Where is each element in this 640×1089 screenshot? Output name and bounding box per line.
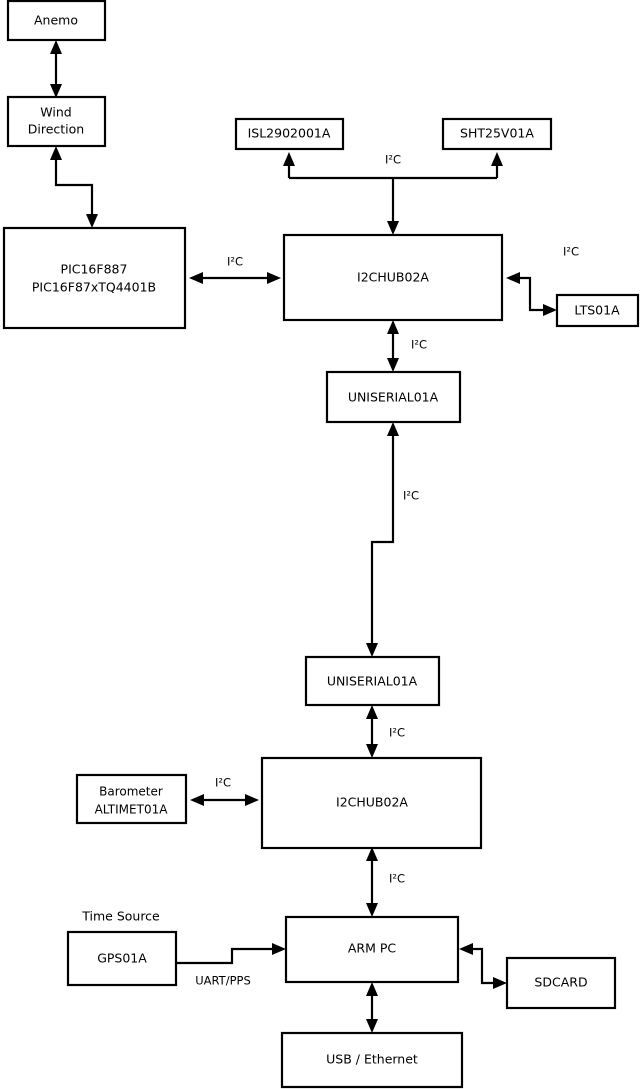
arrow-head-down [387, 221, 399, 235]
node-uniserial01a-top[interactable]: UNISERIAL01A [325, 370, 462, 424]
arrow-head-down [50, 84, 62, 98]
arrow-head-up [366, 705, 378, 719]
node-label-lts: LTS01A [574, 303, 620, 318]
node-barometer-altimet01a[interactable]: Barometer ALTIMET01A [75, 773, 188, 825]
edge-armpc-usbeth [366, 982, 378, 1033]
node-label-pic-line2: PIC16F87xTQ4401B [32, 280, 156, 295]
arrow-head-up-sht [491, 152, 503, 166]
node-label-barometer-line2: ALTIMET01A [95, 803, 169, 817]
arrow-head-right [493, 977, 507, 989]
arrow-head-down [387, 358, 399, 372]
node-label-gps: GPS01A [97, 951, 147, 966]
edge-anemo-wind [50, 40, 62, 98]
edge-label-hubtop-unitop: I²C [411, 338, 427, 352]
node-lts01a[interactable]: LTS01A [555, 293, 640, 328]
node-label-wind-line2: Direction [28, 122, 84, 137]
node-label-hub-bottom: I2CHUB02A [336, 795, 408, 810]
node-sdcard[interactable]: SDCARD [505, 956, 617, 1010]
node-anemo[interactable]: Anemo [6, 0, 107, 42]
edge-hubtop-unitop: I²C [387, 320, 427, 372]
edge-label-gps-armpc: UART/PPS [195, 974, 251, 988]
edge-hubtop-sensors-trunk: I²C [283, 152, 503, 235]
edge-label-hubbot-armpc: I²C [389, 872, 405, 886]
arrow-head-right [267, 272, 281, 284]
arrow-head-down [366, 903, 378, 917]
node-sht25v01a[interactable]: SHT25V01A [441, 117, 553, 151]
edge-hubbot-armpc: I²C [366, 847, 405, 917]
edge-label-unitop-unibot: I²C [403, 489, 419, 503]
edge-label-pic-hubtop: I²C [227, 255, 243, 269]
node-label-hub-top: I2CHUB02A [357, 270, 429, 285]
arrow-head-down [366, 643, 378, 657]
arrow-head-left [189, 272, 203, 284]
node-label-barometer-line1: Barometer [99, 785, 163, 799]
arrow-head-left [190, 794, 204, 806]
node-i2chub02a-bottom[interactable]: I2CHUB02A [260, 756, 483, 850]
edge-unibot-hubbot: I²C [366, 705, 405, 758]
arrow-head-left [459, 943, 473, 955]
edge-label-unibot-hubbot: I²C [389, 726, 405, 740]
edge-armpc-sdcard [459, 943, 507, 989]
arrow-head-up-isl [283, 152, 295, 166]
node-wind-direction[interactable]: Wind Direction [6, 95, 107, 148]
node-uniserial01a-bottom[interactable]: UNISERIAL01A [304, 655, 441, 707]
node-usb-ethernet[interactable]: USB / Ethernet [280, 1031, 464, 1089]
edge-label-barometer-hubbot: I²C [215, 776, 231, 790]
arrow-head-up [387, 320, 399, 334]
arrow-head-up [366, 982, 378, 996]
edge-label-lts: I²C [563, 245, 579, 259]
node-arm-pc[interactable]: ARM PC [284, 915, 460, 984]
node-label-wind-line1: Wind [40, 105, 71, 120]
node-label-uniserial-top: UNISERIAL01A [348, 390, 439, 405]
edge-pic-hubtop: I²C [189, 255, 281, 284]
edge-hubtop-lts: I²C [506, 245, 579, 316]
node-label-armpc: ARM PC [348, 941, 397, 956]
node-gps01a[interactable]: GPS01A [66, 930, 178, 987]
arrow-head-down [86, 214, 98, 228]
node-label-sdcard: SDCARD [534, 975, 587, 990]
edge-unitop-unibot: I²C [366, 422, 419, 657]
node-label-uniserial-bottom: UNISERIAL01A [327, 674, 418, 689]
label-time-source: Time Source [81, 909, 160, 924]
node-isl2902001a[interactable]: ISL2902001A [234, 117, 345, 151]
node-label-pic-line1: PIC16F887 [61, 262, 128, 277]
edge-barometer-hubbot: I²C [190, 776, 259, 806]
arrow-head-right [245, 794, 259, 806]
arrow-head-up [50, 40, 62, 54]
node-label-isl: ISL2902001A [248, 126, 331, 141]
arrow-head-right [272, 943, 286, 955]
arrow-head-up [387, 422, 399, 436]
arrow-head-left [506, 272, 520, 284]
arrow-head-down [366, 744, 378, 758]
node-label-anemo: Anemo [34, 13, 78, 28]
node-label-usbeth: USB / Ethernet [326, 1052, 418, 1067]
node-pic[interactable]: PIC16F887 PIC16F87xTQ4401B [2, 226, 187, 330]
arrow-head-up [50, 146, 62, 160]
edge-gps-armpc: UART/PPS [176, 943, 286, 988]
arrow-head-down [366, 1019, 378, 1033]
node-label-sht: SHT25V01A [460, 126, 534, 141]
arrow-head-up [366, 847, 378, 861]
edge-label-top-trunk: I²C [385, 153, 401, 167]
node-i2chub02a-top[interactable]: I2CHUB02A [282, 233, 504, 322]
arrow-head-right [543, 304, 557, 316]
edge-wind-pic [50, 146, 98, 228]
